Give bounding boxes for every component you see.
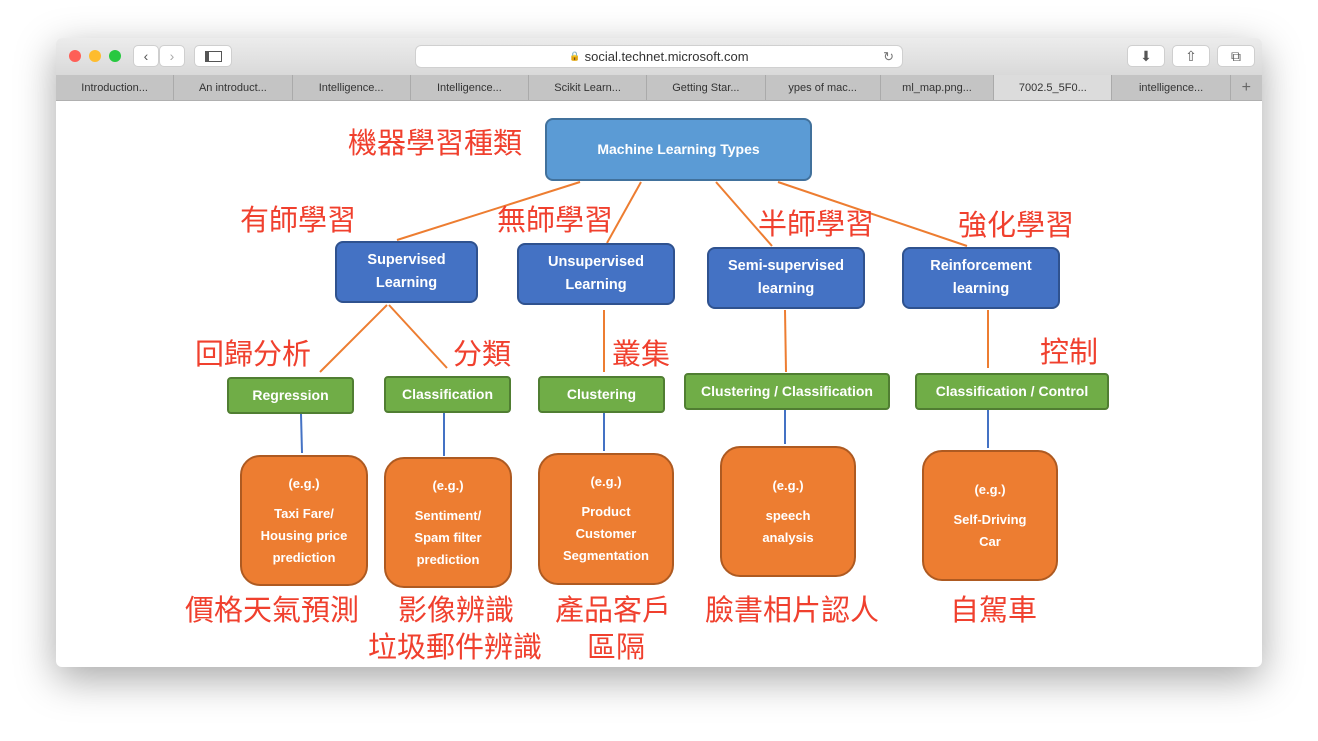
root-node: Machine Learning Types [545, 118, 812, 181]
label: Self-Driving [953, 511, 1027, 527]
tab[interactable]: An introduct... [174, 75, 293, 100]
annotation: 強化學習 [958, 210, 1075, 242]
tab[interactable]: Intelligence... [293, 75, 411, 100]
label: (e.g.) [590, 474, 622, 489]
back-button[interactable]: ‹ [133, 45, 159, 67]
type-node-semi-supervised: Semi-supervised learning [707, 247, 865, 309]
task-node: Regression [227, 377, 354, 414]
example-node: (e.g.) Sentiment/Spam filter prediction [384, 457, 512, 588]
tab-active[interactable]: 7002.5_5F0... [994, 75, 1113, 100]
sidebar-icon [204, 50, 222, 62]
label: Taxi Fare/ [274, 505, 334, 521]
url-text: social.technet.microsoft.com [584, 49, 749, 64]
share-button[interactable]: ⇧ [1172, 45, 1210, 67]
annotation: 區隔 [587, 632, 646, 664]
download-icon: ⬇ [1140, 47, 1152, 64]
diagram: Machine Learning Types 機器學習種類 Supervised… [56, 101, 1262, 667]
annotation: 半師學習 [758, 209, 875, 241]
label: prediction [272, 549, 336, 565]
annotation: 無師學習 [497, 205, 614, 237]
annotation: 分類 [453, 339, 512, 371]
zoom-button[interactable] [109, 50, 121, 62]
chevron-left-icon: ‹ [143, 48, 149, 64]
tab[interactable]: Introduction... [56, 75, 175, 100]
task-node: Clustering [538, 376, 665, 413]
type-node-reinforcement: Reinforcement learning [902, 247, 1060, 309]
label: Learning [565, 277, 627, 293]
lock-icon: 🔒 [569, 51, 581, 61]
label: Sentiment/ [414, 507, 482, 523]
sidebar-button[interactable] [194, 45, 232, 67]
tab[interactable]: ypes of mac... [766, 75, 881, 100]
annotation: 叢集 [612, 339, 671, 371]
label: (e.g.) [974, 481, 1006, 497]
label: analysis [762, 529, 814, 545]
connector-lines [300, 181, 989, 456]
label: learning [952, 281, 1010, 297]
annotation: 有師學習 [240, 205, 357, 237]
new-tab-button[interactable]: + [1241, 78, 1251, 96]
task-node: Classification [384, 376, 511, 413]
browser-window: ‹ › 🔒social.technet.microsoft.com ↻ ⬇ ⇧ ⧉… [56, 38, 1262, 667]
label: (e.g.) [288, 475, 320, 491]
chevron-right-icon: › [169, 48, 175, 64]
label: (e.g.) [772, 477, 804, 493]
annotation: 產品客戶 [555, 595, 672, 627]
share-icon: ⇧ [1185, 47, 1197, 64]
example-node: (e.g.) Taxi Fare/Housing price prediction [240, 455, 368, 586]
close-button[interactable] [69, 50, 81, 62]
label: Housing price [260, 527, 348, 543]
tab[interactable]: Getting Star... [647, 75, 766, 100]
tabs-icon: ⧉ [1231, 47, 1241, 64]
task-node: Clustering / Classification [684, 373, 890, 410]
label: speech [765, 507, 811, 523]
tab[interactable]: intelligence... [1112, 75, 1231, 100]
label: Product [581, 504, 631, 519]
label: Customer [575, 526, 637, 541]
label: Semi-supervised [727, 258, 845, 274]
label: Learning [375, 275, 438, 291]
label: Unsupervised [548, 254, 644, 270]
annotation: 回歸分析 [195, 339, 312, 371]
label: (e.g.) [432, 477, 464, 493]
tab[interactable]: Scikit Learn... [529, 75, 648, 100]
downloads-button[interactable]: ⬇ [1127, 45, 1165, 67]
address-bar[interactable]: 🔒social.technet.microsoft.com ↻ [415, 45, 903, 68]
task-node: Classification / Control [915, 373, 1109, 410]
tab-overview-button[interactable]: ⧉ [1217, 45, 1255, 67]
annotation: 價格天氣預測 [185, 595, 360, 627]
minimize-button[interactable] [89, 50, 101, 62]
label: Spam filter [414, 529, 482, 545]
label: Supervised [367, 252, 446, 268]
tab[interactable]: Intelligence... [411, 75, 529, 100]
annotation: 垃圾郵件辨識 [368, 632, 543, 664]
root-annotation: 機器學習種類 [348, 128, 523, 160]
label: Segmentation [563, 548, 649, 563]
forward-button[interactable]: › [159, 45, 185, 67]
example-node: (e.g.) speech analysis [720, 446, 856, 577]
tab[interactable]: ml_map.png... [881, 75, 995, 100]
annotation: 臉書相片認人 [705, 595, 880, 627]
label: prediction [416, 551, 480, 567]
tab-bar: Introduction... An introduct... Intellig… [56, 75, 1262, 101]
title-bar: ‹ › 🔒social.technet.microsoft.com ↻ ⬇ ⇧ ⧉ [56, 38, 1262, 76]
label: Car [979, 533, 1001, 549]
reload-icon[interactable]: ↻ [883, 48, 894, 64]
label: Reinforcement [930, 258, 1032, 274]
annotation: 影像辨識 [398, 595, 515, 627]
annotation: 自駕車 [950, 595, 1038, 627]
label: learning [757, 281, 815, 297]
annotation: 控制 [1040, 337, 1099, 369]
